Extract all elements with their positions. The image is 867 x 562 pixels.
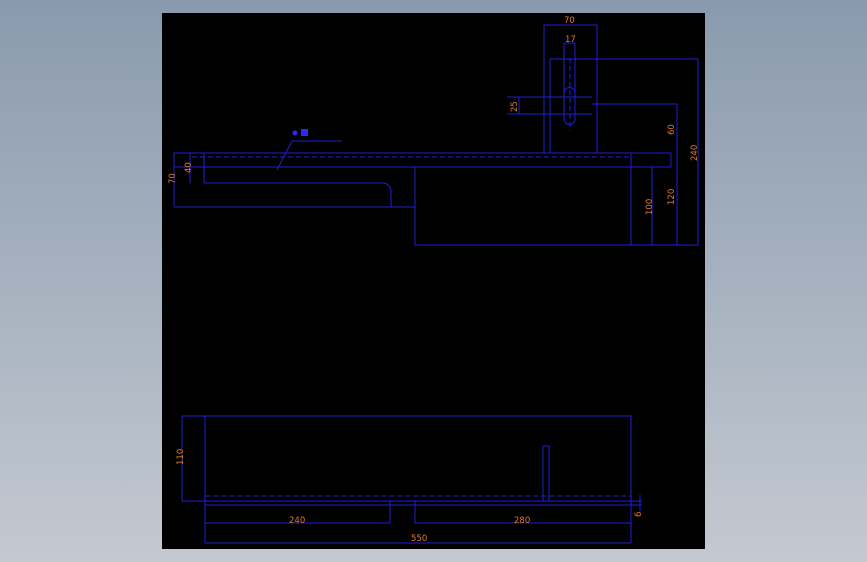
long-plate	[173, 152, 672, 168]
weld-symbol-square	[301, 129, 308, 136]
dim-label-slot-width: 17	[565, 35, 576, 45]
main-block	[414, 166, 632, 246]
dim-label-base-thickness: 6	[634, 512, 644, 517]
base-outline	[181, 415, 632, 502]
weld-symbol-dot	[292, 130, 298, 136]
dim-label-slot-height: 25	[510, 101, 520, 112]
dim-label-overall-height: 240	[690, 145, 700, 161]
arm-inner-profile	[204, 182, 392, 207]
weld-leader-line	[276, 140, 342, 171]
vertical-tab	[542, 445, 550, 502]
dim-label-right-length: 280	[514, 516, 530, 526]
dim-label-top-width: 70	[564, 16, 575, 26]
dim-label-arm-height: 70	[168, 173, 178, 184]
dim-label-total-length: 550	[411, 534, 427, 544]
dim-label-block-outer: 120	[667, 189, 677, 205]
dim-label-block-inner: 100	[645, 199, 655, 215]
dim-label-bracket-offset: 60	[667, 124, 677, 135]
dim-label-left-length: 240	[289, 516, 305, 526]
dim-label-plate-thickness: 40	[184, 162, 194, 173]
cad-drawing-area: 70 17 25 60 240 40 70 100 120 110 240 28…	[162, 13, 705, 549]
technical-drawing: 70 17 25 60 240 40 70 100 120 110 240 28…	[168, 16, 700, 544]
dim-label-base-height: 110	[176, 449, 186, 465]
